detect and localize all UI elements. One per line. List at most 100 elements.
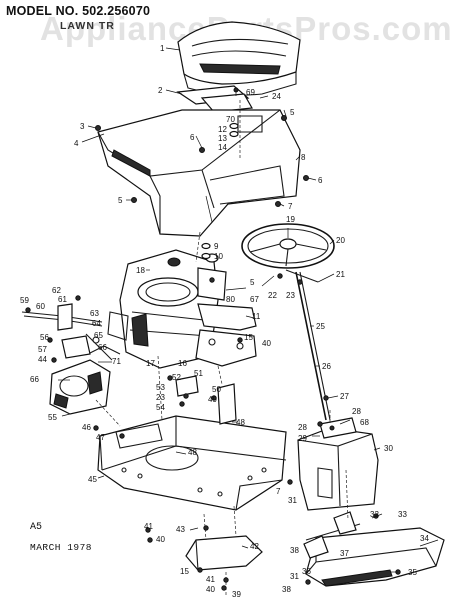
callout-48: 48 <box>236 418 245 427</box>
callout-69: 69 <box>246 88 255 97</box>
callout-28: 28 <box>352 407 361 416</box>
dash-pedestal-part[interactable] <box>297 427 379 511</box>
callout-leaders <box>58 47 439 573</box>
callout-40c: 40 <box>206 585 215 594</box>
callout-21: 21 <box>336 270 345 279</box>
callout-60: 60 <box>36 302 45 311</box>
callout-8: 8 <box>301 153 306 162</box>
front-axle-part[interactable] <box>305 527 445 587</box>
callout-66: 66 <box>98 343 107 352</box>
callout-31: 31 <box>288 496 297 505</box>
callout-57: 57 <box>38 345 47 354</box>
callout-30: 30 <box>384 444 393 453</box>
callout-45: 45 <box>88 475 97 484</box>
callout-70: 70 <box>226 115 235 124</box>
callout-48b: 48 <box>188 448 197 457</box>
callout-1: 1 <box>160 44 165 53</box>
callout-52: 52 <box>172 373 181 382</box>
callout-31b: 31 <box>290 572 299 581</box>
callout-29: 29 <box>298 434 307 443</box>
callout-6b: 6 <box>318 176 323 185</box>
callout-38: 38 <box>290 546 299 555</box>
callout-36: 36 <box>302 567 311 576</box>
steering-wheel-part[interactable] <box>241 223 335 269</box>
callout-23: 23 <box>286 291 295 300</box>
callout-6: 6 <box>190 133 195 142</box>
callout-5b: 5 <box>118 196 123 205</box>
callout-67: 67 <box>250 295 259 304</box>
steering-shaft-part[interactable] <box>285 269 331 421</box>
callout-56: 56 <box>40 333 49 342</box>
tie-rod-part[interactable] <box>303 511 361 559</box>
callout-41: 41 <box>144 522 153 531</box>
callout-42: 42 <box>250 542 259 551</box>
callout-32: 32 <box>370 510 379 519</box>
callout-26: 26 <box>322 362 331 371</box>
callout-18: 18 <box>136 266 145 275</box>
drawing-date: MARCH 1978 <box>30 542 93 553</box>
callout-80: 80 <box>226 295 235 304</box>
callout-59: 59 <box>20 296 29 305</box>
callout-61: 61 <box>58 295 67 304</box>
callout-7b: 7 <box>276 487 281 496</box>
ignition-plate-part[interactable] <box>319 417 357 439</box>
callout-15b: 15 <box>180 567 189 576</box>
callout-63: 63 <box>90 309 99 318</box>
callout-12: 12 <box>218 125 227 134</box>
callout-40: 40 <box>262 339 271 348</box>
callout-37: 37 <box>340 549 349 558</box>
seat-bracket-part[interactable] <box>176 85 253 113</box>
chassis-frame-part[interactable] <box>97 415 287 511</box>
callout-27: 27 <box>340 392 349 401</box>
callout-43: 43 <box>176 525 185 534</box>
frame-bracket-part[interactable] <box>175 375 237 425</box>
callout-33: 33 <box>398 510 407 519</box>
shift-linkage-part[interactable] <box>21 303 113 361</box>
callout-5c: 5 <box>250 278 255 287</box>
callout-35: 35 <box>408 568 417 577</box>
callout-25: 25 <box>316 322 325 331</box>
callout-71: 71 <box>112 357 121 366</box>
callout-9: 9 <box>214 242 219 251</box>
callout-15: 15 <box>244 333 253 342</box>
callout-55: 55 <box>48 413 57 422</box>
callout-66b: 66 <box>30 375 39 384</box>
callout-34: 34 <box>420 534 429 543</box>
callout-28b: 28 <box>298 423 307 432</box>
callout-7: 7 <box>288 202 293 211</box>
callout-20: 20 <box>336 236 345 245</box>
seat-part[interactable] <box>177 21 301 96</box>
callout-13: 13 <box>218 134 227 143</box>
callout-17: 17 <box>146 359 155 368</box>
model-number: MODEL NO. 502.256070 <box>6 4 151 18</box>
callout-50: 50 <box>212 385 221 394</box>
callout-5: 5 <box>290 108 295 117</box>
lower-bracket-part[interactable] <box>185 505 263 596</box>
callout-16: 16 <box>178 359 187 368</box>
callout-11: 11 <box>252 312 261 321</box>
callout-53: 53 <box>156 383 165 392</box>
callout-62: 62 <box>52 286 61 295</box>
callout-41b: 41 <box>206 575 215 584</box>
callout-22: 22 <box>268 291 277 300</box>
callout-47: 47 <box>96 433 105 442</box>
callout-51: 51 <box>194 369 203 378</box>
callout-65: 65 <box>94 331 103 340</box>
callout-54: 54 <box>156 403 165 412</box>
part-callouts: 1 2 69 24 5 70 12 13 14 3 4 6 8 6 5 7 9 … <box>20 44 429 599</box>
transmission-part[interactable] <box>49 345 121 415</box>
assembly-lines <box>95 100 349 521</box>
diagram-subtitle: LAWN TR <box>60 20 115 32</box>
callout-40b: 40 <box>156 535 165 544</box>
callout-88: 68 <box>360 418 369 427</box>
body-hood-part[interactable] <box>97 109 301 237</box>
callout-23b: 23 <box>156 393 165 402</box>
callout-19: 19 <box>286 215 295 224</box>
callout-10: 10 <box>214 252 223 261</box>
callout-39: 39 <box>232 590 241 599</box>
callout-44: 44 <box>38 355 47 364</box>
callout-46: 46 <box>82 423 91 432</box>
callout-49: 49 <box>208 395 217 404</box>
callout-14: 14 <box>218 143 227 152</box>
